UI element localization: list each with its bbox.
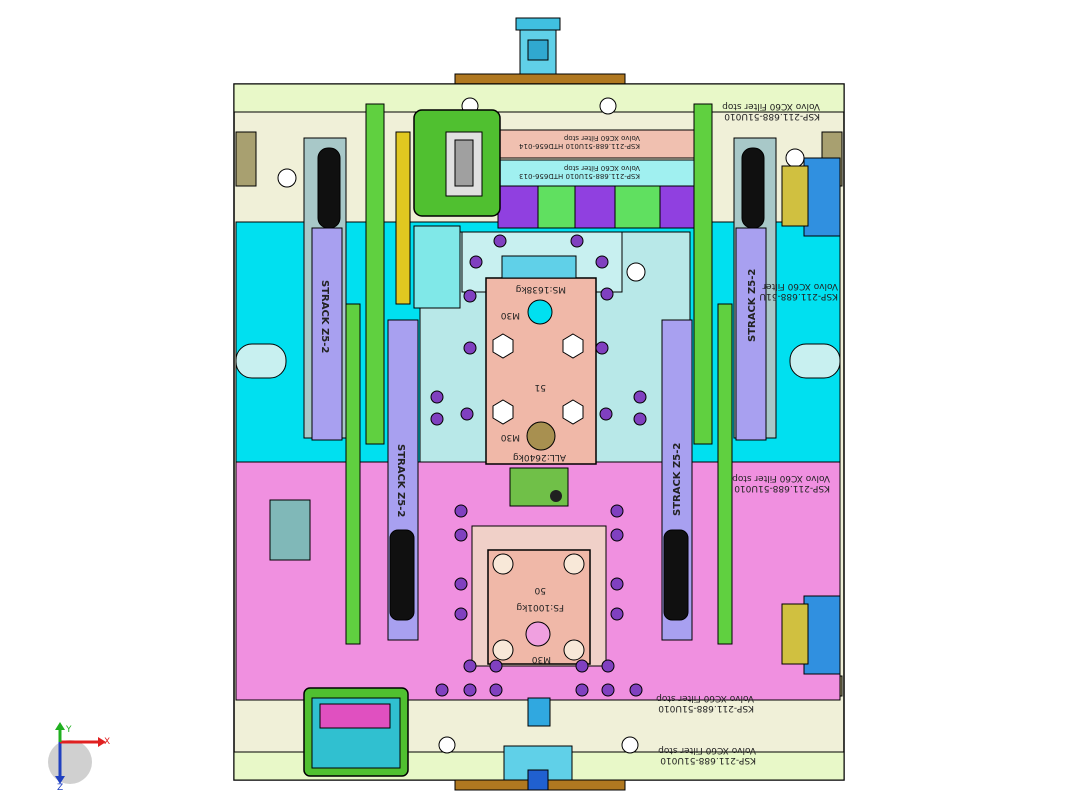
strack-left-inner-label: STRACK Z5-2: [395, 444, 406, 517]
svg-text:Volvo XC60 Filter stop: Volvo XC60 Filter stop: [722, 101, 820, 111]
engraved-label-right-mid: KSP-211.688-51U010 Volvo XC60 Filter sto…: [732, 473, 830, 493]
svg-text:M30: M30: [501, 432, 520, 442]
axis-triad: X Y Z: [48, 722, 110, 793]
svg-text:M30: M30: [532, 654, 551, 664]
lifter-right-outer: [735, 227, 767, 441]
svg-text:FS:1001kg: FS:1001kg: [516, 602, 564, 612]
axis-z-label: Z: [57, 783, 63, 793]
upper-insert-text: MS:1638kg M30 51 M30 ALL:2640kg: [501, 284, 566, 462]
svg-text:Volvo XC60 Filter stop: Volvo XC60 Filter stop: [658, 745, 756, 755]
svg-text:KSP-211.688-51U010 HTD656-014: KSP-211.688-51U010 HTD656-014: [519, 142, 640, 150]
engraved-label-top-right: KSP-211.688-51U010 Volvo XC60 Filter sto…: [722, 101, 820, 121]
lower-connector: [303, 687, 409, 777]
svg-text:Volvo XC60 Filter stop: Volvo XC60 Filter stop: [656, 693, 754, 703]
svg-text:KSP-211.688-51U010 HTD656-013: KSP-211.688-51U010 HTD656-013: [519, 172, 640, 180]
engraved-label-right-upper: KSP-211.688-51U Volvo XC60 Filter: [759, 281, 838, 301]
upper-connector: [413, 109, 501, 309]
svg-text:KSP-211.688-51U010: KSP-211.688-51U010: [658, 703, 754, 713]
axis-y-label: Y: [65, 725, 72, 735]
svg-text:Volvo XC60 Filter: Volvo XC60 Filter: [762, 281, 838, 291]
svg-text:Volvo XC60 Filter stop: Volvo XC60 Filter stop: [563, 164, 640, 172]
engraved-label-top-center-1: KSP-211.688-51U010 HTD656-014 Volvo XC60…: [519, 134, 640, 150]
lower-insert-text: FS:1001kg 50 M30: [516, 585, 564, 664]
svg-text:KSP-211.688-51U010: KSP-211.688-51U010: [734, 483, 830, 493]
svg-text:ALL:2640kg: ALL:2640kg: [513, 452, 566, 462]
strack-right-inner-label: STRACK Z5-2: [672, 443, 683, 516]
label-plate-1: [499, 129, 697, 159]
svg-text:KSP-211.688-51U010: KSP-211.688-51U010: [660, 755, 756, 765]
axis-x-label: X: [104, 737, 110, 747]
svg-text:50: 50: [534, 585, 546, 595]
label-plate-2: [499, 159, 697, 187]
left-rails: [303, 103, 419, 645]
lifter-left-outer: [311, 227, 343, 441]
svg-text:51: 51: [535, 382, 546, 392]
strack-right-outer-label: STRACK Z5-2: [747, 269, 758, 342]
engraved-label-bottom-2: KSP-211.688-51U010 Volvo XC60 Filter sto…: [658, 745, 756, 765]
engraved-label-top-center-2: KSP-211.688-51U010 HTD656-013 Volvo XC60…: [519, 164, 640, 180]
svg-text:M30: M30: [501, 310, 520, 320]
svg-text:KSP-211.688-51U010: KSP-211.688-51U010: [724, 111, 820, 121]
strack-left-outer-label: STRACK Z5-2: [319, 280, 330, 353]
svg-text:KSP-211.688-51U: KSP-211.688-51U: [759, 291, 838, 301]
sprue-nozzle: [454, 17, 626, 85]
svg-text:MS:1638kg: MS:1638kg: [516, 284, 566, 294]
svg-text:Volvo XC60 Filter stop: Volvo XC60 Filter stop: [563, 134, 640, 142]
svg-text:Volvo XC60 Filter stop: Volvo XC60 Filter stop: [732, 473, 830, 483]
bolt-group: [430, 234, 647, 697]
right-rails: [661, 103, 777, 645]
engraved-label-bottom-1: KSP-211.688-51U010 Volvo XC60 Filter sto…: [656, 693, 754, 713]
